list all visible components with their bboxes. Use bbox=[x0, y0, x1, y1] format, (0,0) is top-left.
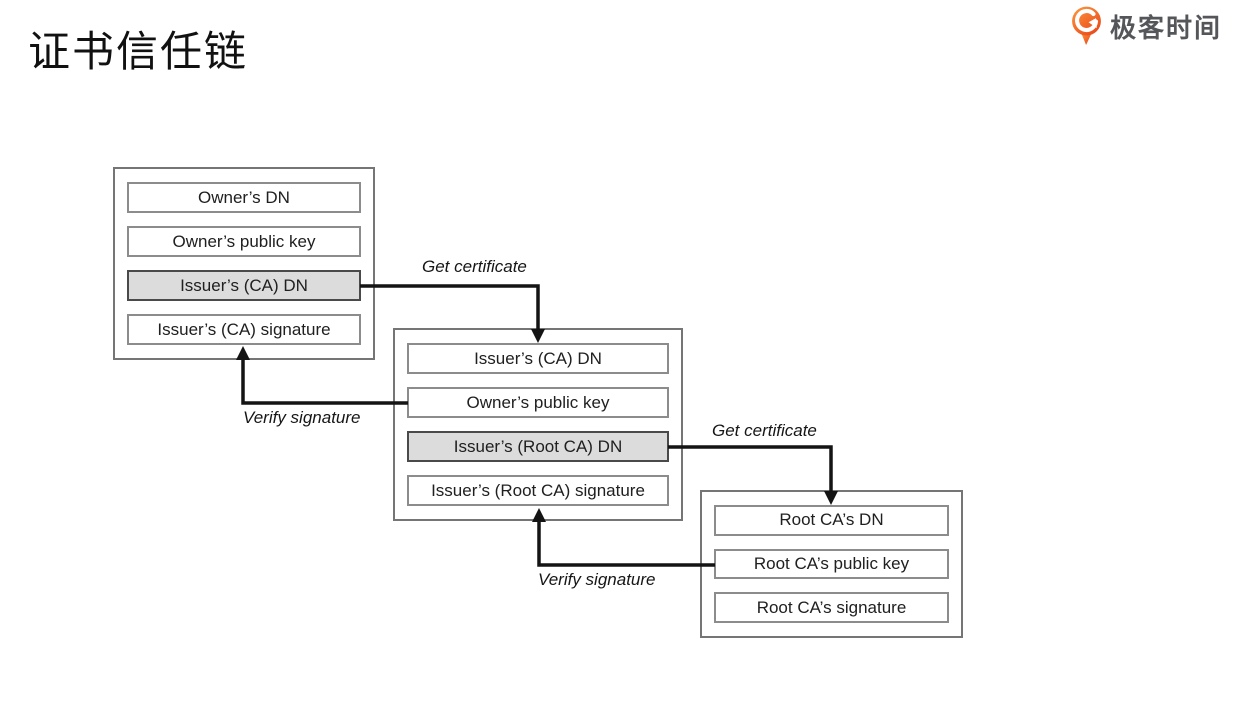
get-certificate-label-1: Get certificate bbox=[422, 257, 527, 276]
brand-logo: 极客时间 bbox=[1070, 5, 1222, 47]
field-issuers-root-ca-signature: Issuer’s (Root CA) signature bbox=[407, 475, 669, 506]
field-issuers-ca-dn: Issuer’s (CA) DN bbox=[127, 270, 361, 301]
verify-signature-label-1: Verify signature bbox=[243, 408, 361, 427]
field-owners-dn: Owner’s DN bbox=[127, 182, 361, 213]
verify-signature-label-2: Verify signature bbox=[538, 570, 656, 589]
root-ca-certificate-box: Root CA’s DN Root CA’s public key Root C… bbox=[700, 490, 963, 638]
field-root-cas-signature: Root CA’s signature bbox=[714, 592, 949, 624]
geektime-pin-icon bbox=[1072, 6, 1101, 45]
field-owners-public-key: Owner’s public key bbox=[407, 387, 669, 418]
page-title: 证书信任链 bbox=[28, 28, 249, 75]
get-certificate-label-2: Get certificate bbox=[712, 421, 817, 440]
intermediate-ca-certificate-box: Issuer’s (CA) DN Owner’s public key Issu… bbox=[393, 328, 683, 521]
owner-certificate-box: Owner’s DN Owner’s public key Issuer’s (… bbox=[113, 167, 375, 360]
field-root-cas-dn: Root CA’s DN bbox=[714, 505, 949, 536]
field-issuers-ca-signature: Issuer’s (CA) signature bbox=[127, 314, 361, 345]
field-issuers-root-ca-dn: Issuer’s (Root CA) DN bbox=[407, 431, 669, 462]
brand-name: 极客时间 bbox=[1109, 12, 1222, 43]
field-owners-public-key: Owner’s public key bbox=[127, 226, 361, 257]
field-issuers-ca-dn: Issuer’s (CA) DN bbox=[407, 343, 669, 374]
field-root-cas-public-key: Root CA’s public key bbox=[714, 548, 949, 580]
